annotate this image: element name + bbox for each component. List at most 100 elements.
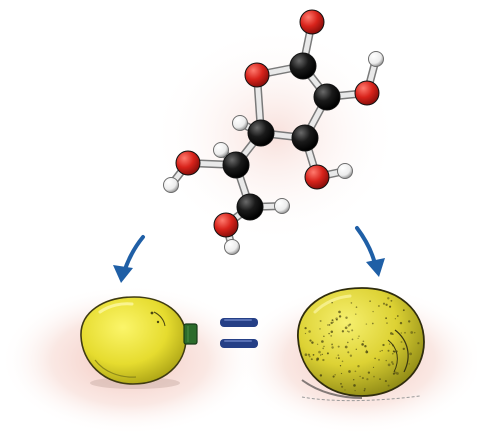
peel-dot (346, 330, 349, 332)
peel-dot (336, 318, 338, 321)
peel-dot (396, 315, 399, 317)
peel-dot (384, 380, 387, 383)
peel-dot (308, 330, 311, 333)
right-arrow-icon (355, 226, 385, 277)
peel-dot (417, 342, 420, 345)
peel-dot (331, 301, 333, 304)
peel-dot (344, 345, 348, 349)
peel-dot (323, 345, 325, 348)
peel-dot (409, 352, 412, 356)
peel-dot (328, 332, 330, 335)
peel-dot (341, 385, 344, 388)
peel-dot (351, 338, 354, 341)
peel-dot (408, 320, 411, 323)
peel-dot (332, 321, 334, 323)
peel-dot (388, 343, 391, 345)
peel-dot (365, 323, 368, 325)
peel-dot (392, 372, 395, 375)
peel-dot (394, 318, 397, 320)
peel-dot (410, 331, 414, 334)
peel-dot (318, 350, 321, 354)
peel-dot (321, 340, 324, 343)
peel-dot (310, 358, 313, 361)
peel-dot (378, 358, 380, 361)
peel-dot (357, 365, 360, 368)
peel-dot (354, 389, 356, 392)
peel-dot (374, 357, 376, 360)
peel-dot (402, 309, 405, 312)
left-arrow-icon (113, 235, 145, 283)
peel-dot (361, 343, 364, 346)
peel-dot (392, 352, 394, 355)
peel-dot (347, 330, 350, 333)
peel-dot (390, 361, 394, 364)
peel-dot (367, 371, 371, 374)
peel-dot (371, 322, 374, 325)
equals-sign (220, 318, 258, 348)
peel-dot (334, 374, 336, 376)
peel-dot (400, 341, 403, 343)
peel-dot (332, 375, 335, 378)
atom-h-o-c2 (368, 51, 384, 67)
peel-dot (340, 372, 343, 375)
atom-h-c5 (213, 142, 229, 158)
peel-dot (362, 340, 365, 343)
peel-dot (396, 372, 399, 375)
atom-o-c3 (304, 164, 330, 190)
peel-dot (392, 363, 394, 365)
peel-dot (389, 305, 392, 308)
peel-dot (387, 384, 390, 387)
atom-c5 (222, 151, 250, 179)
peel-dot (347, 324, 350, 327)
peel-dot (351, 329, 354, 332)
peel-dot (357, 337, 359, 340)
peel-dot (389, 332, 393, 335)
peel-dot (339, 365, 342, 367)
peel-dot (365, 350, 369, 354)
peel-dot (327, 324, 329, 326)
peel-dot (338, 310, 341, 314)
peel-dot (365, 349, 368, 352)
peel-dot (309, 339, 312, 342)
atom-o-ring (244, 62, 270, 88)
peel-dot (353, 384, 356, 387)
peel-dot (379, 378, 381, 380)
peel-dot (366, 378, 369, 381)
peel-dot (399, 321, 403, 325)
peel-dot (352, 378, 355, 381)
peel-dot (385, 303, 388, 306)
peel-dot (354, 370, 357, 373)
peel-dot (372, 310, 374, 313)
peel-dot (341, 330, 345, 333)
peel-dot (308, 355, 311, 358)
peel-dot (338, 357, 340, 359)
real-lemon (297, 287, 425, 402)
peel-dot (315, 358, 319, 362)
atom-c1 (289, 52, 317, 80)
peel-dot (387, 349, 390, 352)
peel-dot (345, 316, 348, 320)
peel-dot (316, 343, 319, 345)
peel-dot (361, 377, 364, 380)
peel-dot (358, 335, 360, 337)
peel-dot (386, 322, 388, 324)
peel-dot (328, 324, 331, 326)
peel-dot (404, 331, 406, 334)
peel-dot (321, 353, 323, 356)
atom-h-o-c3 (337, 163, 353, 179)
lemon-peel-texture (304, 297, 420, 392)
peel-dot (331, 319, 334, 322)
peel-dot (346, 341, 349, 344)
peel-dot (355, 306, 358, 308)
atom-o-carbonyl (299, 9, 325, 35)
peel-dot (340, 382, 342, 385)
peel-dot (344, 389, 346, 391)
peel-dot (344, 326, 348, 330)
peel-dot (319, 328, 321, 330)
peel-dot (335, 357, 337, 359)
peel-dot (335, 317, 338, 320)
artificial-lemon-bottle (80, 296, 198, 389)
atom-c4 (247, 119, 275, 147)
peel-dot (349, 354, 353, 357)
